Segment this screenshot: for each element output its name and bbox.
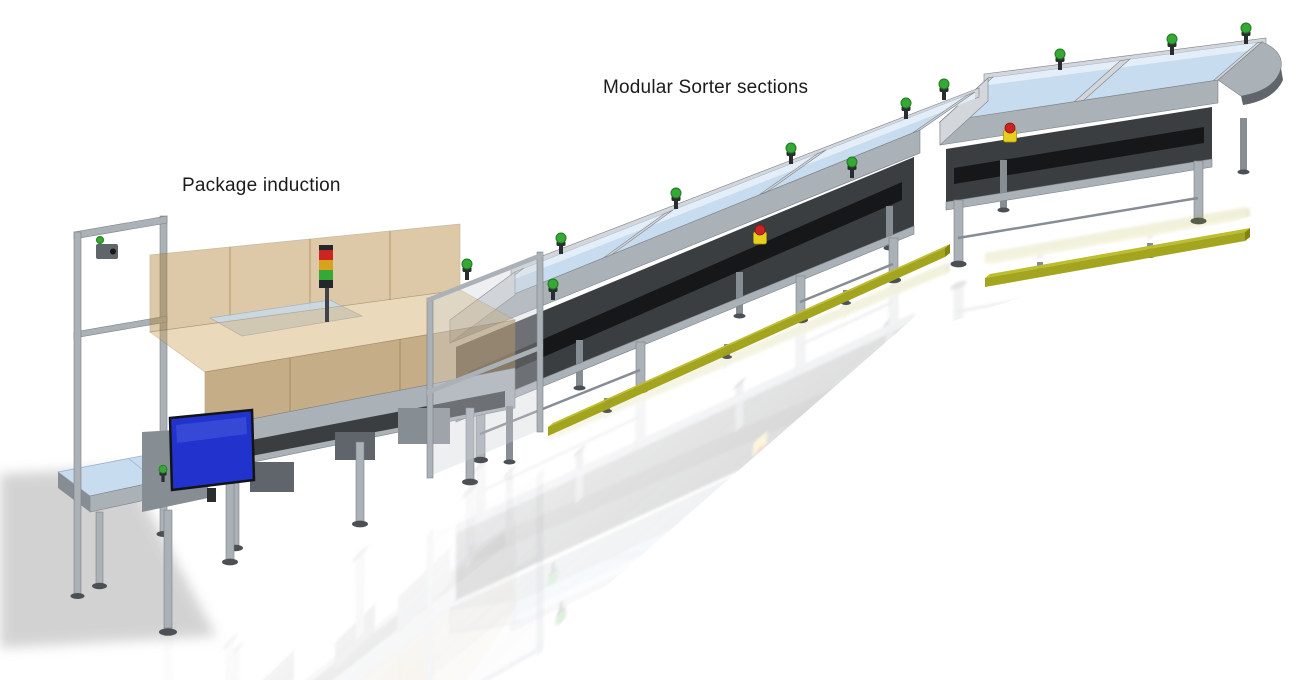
emergency-stop-button [753,224,767,245]
label-modular-sorter-sections: Modular Sorter sections [603,77,809,98]
scanner-gantry [73,215,171,537]
green-indicator-light [461,258,473,281]
module-seam [758,149,827,196]
emergency-stop-button [1003,122,1017,143]
cast-shadow [0,468,216,648]
internal-belt [208,299,364,337]
modular-sorter-end-unit [938,22,1283,287]
olive-kick-rail [985,228,1250,287]
support-legs-far [997,118,1250,213]
signal-tower [319,245,333,322]
label-package-induction: Package induction [182,175,341,196]
package-induction-unit [57,215,544,636]
safety-fence [426,251,544,479]
amber-safety-cover [149,223,517,429]
scanner-gantry-front-post [70,231,85,599]
scanner-camera [96,236,118,259]
green-indicator-light [938,78,950,101]
belt-highlight [515,92,975,279]
operator-display [168,408,256,502]
floor-reflection [939,148,1283,533]
